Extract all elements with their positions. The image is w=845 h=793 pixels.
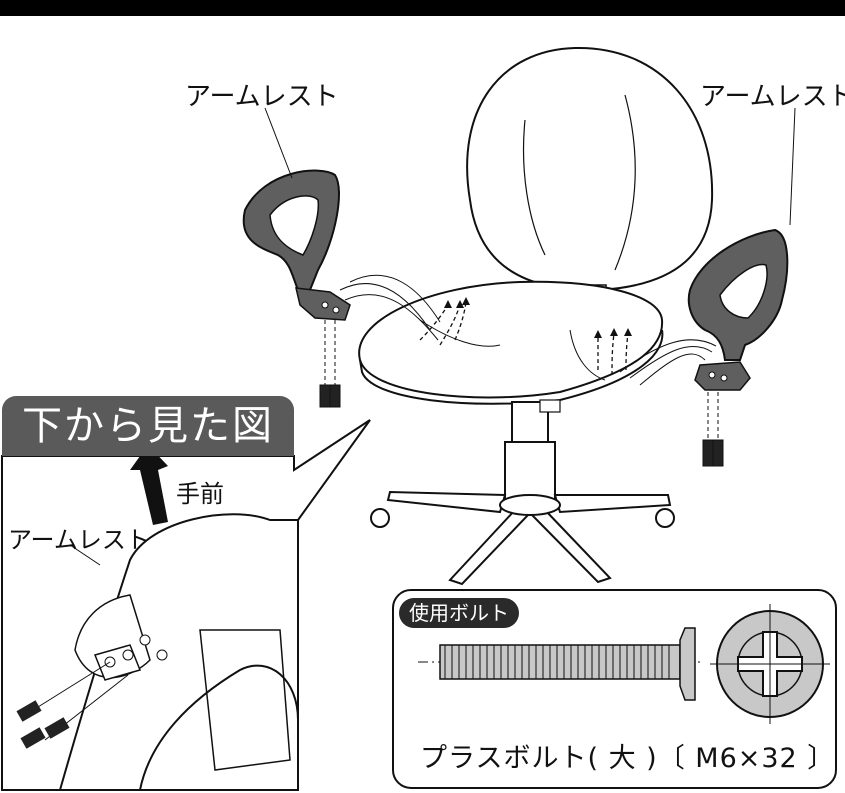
leader-line-right: [789, 107, 796, 226]
bolt-thread: [439, 644, 681, 680]
bolt-panel: [392, 589, 837, 789]
front-label: 手前: [176, 480, 224, 508]
armrest-label-left: アームレスト: [185, 82, 339, 112]
inset-title: 下から見た図: [2, 396, 294, 456]
armrest-sweep-lines: [339, 274, 717, 386]
chair-column: [504, 399, 561, 503]
bolt-name: プラスボルト( 大 )〔 M6×32 〕: [420, 743, 836, 774]
mounting-arrowheads: [444, 297, 632, 338]
inset-panel: [1, 419, 371, 791]
chair-backrest: [466, 46, 714, 296]
leader-line-inset: [69, 544, 101, 566]
bolt-head-front: [710, 604, 830, 724]
front-arrow-icon: [130, 445, 168, 525]
armrest-label-right: アームレスト: [700, 82, 845, 112]
armrest-label-inset: アームレスト: [8, 526, 150, 554]
top-header-bar: [0, 0, 845, 16]
right-armrest: [687, 228, 789, 467]
chair-base: [370, 490, 675, 586]
bolt-head-side: [679, 627, 696, 701]
bolt-badge: 使用ボルト: [399, 598, 519, 628]
leader-line-left: [264, 107, 293, 179]
left-armrest: [242, 169, 351, 408]
